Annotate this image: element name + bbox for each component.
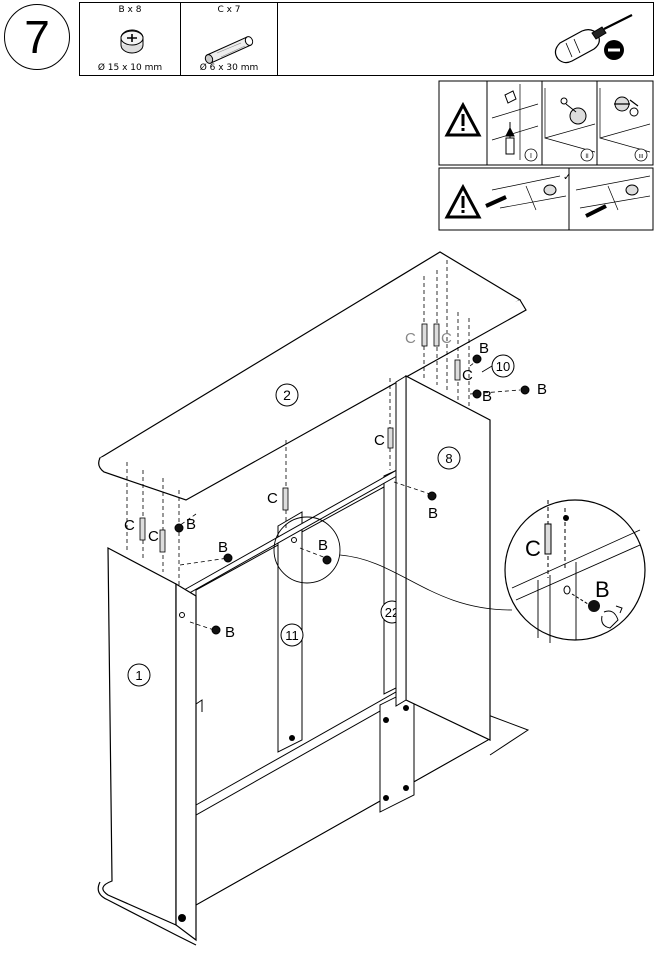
part-quantity: C x 7 [217,5,241,15]
part-cell-cam-lock: B x 8 Ø 15 x 10 mm [80,3,181,75]
step-number-badge: 7 [4,4,70,70]
label-c: C [405,330,416,347]
detail-label-c: C [525,536,541,561]
label-c: C [441,330,452,347]
label-b: B [318,537,328,554]
label-b: B [537,381,547,398]
label-b: B [479,340,489,357]
detail-label-b: B [595,577,610,602]
label-c: C [462,367,473,384]
part-cell-dowel: C x 7 Ø 6 x 30 mm [181,3,278,75]
part-size: Ø 15 x 10 mm [97,63,163,73]
label-b: B [186,516,196,533]
wooden-dowel-icon [204,36,254,64]
warning-triangle-icon [444,101,482,137]
panel-label-11: 11 [285,628,299,643]
label-b: B [218,539,228,556]
label-b: B [428,505,438,522]
panel-2-top: 2 [98,251,527,501]
cam-lock-icon [120,29,144,54]
panel-label-2: 2 [283,387,291,403]
step-roman-iii: III [639,154,644,160]
label-c: C [124,517,135,534]
panel-1-side: 1 [97,546,203,946]
label-c: C [148,528,159,545]
cam-locks-b [174,354,530,635]
step-roman-i: I [530,153,532,160]
label-b: B [482,388,492,405]
label-b: B [225,624,235,641]
detail-callout: C B [273,499,646,643]
step-roman-ii: II [585,154,589,160]
panel-label-8: 8 [445,451,452,466]
warning-panel-orientation: ✓ [438,167,654,231]
panel-10-label: 10 [481,354,515,378]
part-size: Ø 6 x 30 mm [199,63,259,73]
ok-check-mark: ✓ [563,172,571,183]
label-c: C [267,490,278,507]
label-c: C [374,432,385,449]
part-quantity: B x 8 [118,5,142,15]
step-number: 7 [24,11,50,63]
fastener-labels: C C C C C C C B B B B B B B B [124,330,547,641]
warning-panel-cam-lock: I II III [438,80,654,166]
dowel-c-group [139,323,461,553]
panel-label-1: 1 [135,668,142,683]
panel-label-10: 10 [496,359,510,374]
panel-8-side: 8 [395,375,491,741]
